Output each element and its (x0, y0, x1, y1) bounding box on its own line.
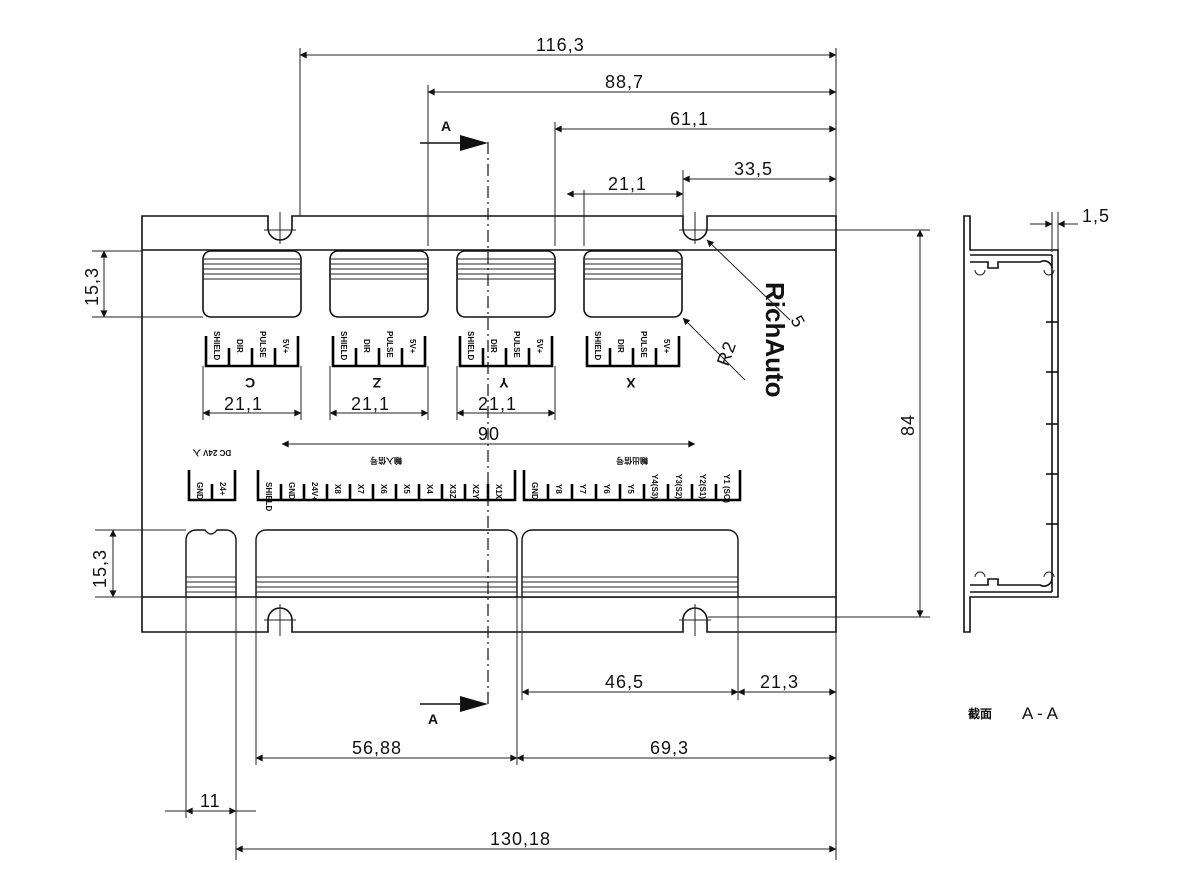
brand-logo-text: RichAuto (760, 282, 790, 398)
pin-label: Y3(S2) (674, 474, 683, 499)
dim-21-3: 21,3 (760, 672, 799, 692)
dim-61-1: 61,1 (670, 109, 709, 129)
dim-88-7: 88,7 (605, 72, 644, 92)
dim-116-3: 116,3 (536, 35, 585, 55)
pin-label: SHIELD (339, 331, 348, 361)
mounting-hole-marks (264, 212, 711, 636)
axis-pin-labels: SHIELD DIR PULSE 5V+ SHIELD DIR PULSE 5V… (212, 331, 671, 361)
dim-11: 11 (200, 791, 221, 811)
dim-21-1-top: 21,1 (608, 174, 647, 194)
input-group-label: 輸入信号 (370, 456, 402, 466)
dimension-84 (708, 229, 930, 618)
pin-label: DIR (489, 339, 498, 353)
pin-label: Y7 (578, 484, 587, 494)
axis-connector-x (583, 250, 683, 368)
pin-label: X8 (333, 484, 342, 494)
dim-56-88: 56,88 (352, 738, 402, 758)
dim-21-1-z: 21,1 (351, 394, 390, 414)
dim-1-5: 1,5 (1082, 206, 1110, 226)
pin-label: GND (287, 482, 296, 500)
pin-label: DIR (362, 339, 371, 353)
pin-label: 5V+ (408, 339, 417, 354)
pin-label: X2Y (471, 484, 480, 500)
dimension-15-3-upper (92, 250, 203, 318)
section-caption: 截面 (968, 706, 992, 721)
power-group-label: DC 24V 入 (193, 448, 231, 457)
pin-label: PULSE (385, 331, 394, 358)
axis-connector-y (456, 250, 556, 368)
dim-21-1-y: 21,1 (478, 394, 517, 414)
input-connector (255, 470, 518, 598)
section-view-title: A - A (1022, 704, 1059, 723)
dim-33-5: 33,5 (734, 159, 773, 179)
dimension-lines-bottom (165, 597, 837, 860)
axis-connector-z (329, 250, 429, 368)
axis-name-c: C (245, 375, 255, 391)
pin-label: SHIELD (264, 482, 273, 512)
dim-15-3-lower: 15,3 (90, 549, 110, 588)
section-marker-bottom: A (428, 711, 438, 727)
dim-84: 84 (898, 414, 918, 436)
axis-name-x: X (626, 375, 636, 391)
section-profile-view (963, 212, 1078, 633)
pin-label: PULSE (512, 331, 521, 358)
dimension-lines-top (299, 48, 837, 246)
pin-label: Y4(S3) (650, 474, 659, 499)
section-line: A A (420, 118, 489, 727)
pin-label: GND (195, 482, 204, 500)
pin-label: SHIELD (466, 331, 475, 361)
dim-69-3: 69,3 (650, 738, 689, 758)
pin-label: X3Z (448, 484, 457, 499)
pin-label: Y8 (554, 484, 563, 494)
output-group-label: 輸出信号 (616, 456, 648, 466)
dim-radius-r2: R2 (713, 338, 740, 368)
pin-label: SHIELD (593, 331, 602, 361)
dim-15-3-upper: 15,3 (82, 267, 102, 306)
group-labels: DC 24V 入 輸入信号 輸出信号 (193, 448, 648, 466)
power-connector (185, 470, 237, 598)
axis-name-z: Z (372, 375, 381, 391)
pin-label: Y2(S1) (698, 474, 707, 499)
pin-label: Y5 (626, 484, 635, 494)
axis-names: C Z Y X (245, 375, 636, 391)
pin-label: X5 (402, 484, 411, 494)
dim-21-1-c: 21,1 (224, 394, 263, 414)
pin-label: DIR (616, 339, 625, 353)
pin-label: 5V+ (281, 339, 290, 354)
pin-label: X6 (379, 484, 388, 494)
axis-connector-c (202, 250, 302, 368)
section-marker-top: A (441, 118, 451, 134)
pin-label: X4 (425, 484, 434, 494)
pin-label: Y1 (SO) (722, 474, 731, 503)
dim-90: 90 (478, 424, 500, 444)
pin-label: PULSE (639, 331, 648, 358)
pin-label: PULSE (258, 331, 267, 358)
pin-label: X7 (356, 484, 365, 494)
axis-name-y: Y (499, 375, 509, 391)
pin-label: X1X (494, 484, 503, 500)
dim-46-5: 46,5 (605, 672, 644, 692)
radius-leaders (682, 239, 791, 381)
pin-label: 5V+ (535, 339, 544, 354)
bottom-pin-labels: GND 24+ SHIELD GND 24V+ X8 X7 X6 X5 X4 X… (195, 474, 731, 512)
pin-label: 24V+ (310, 482, 319, 501)
pin-label: Y6 (602, 484, 611, 494)
dimension-connector-widths (202, 366, 556, 420)
pin-label: 5V+ (662, 339, 671, 354)
pin-label: 24+ (218, 482, 227, 496)
dimension-15-3-lower (95, 529, 186, 598)
pin-label: DIR (235, 339, 244, 353)
pin-label: GND (530, 482, 539, 500)
output-connector (521, 470, 742, 598)
dim-130-18: 130,18 (490, 829, 551, 849)
pin-label: SHIELD (212, 331, 221, 361)
